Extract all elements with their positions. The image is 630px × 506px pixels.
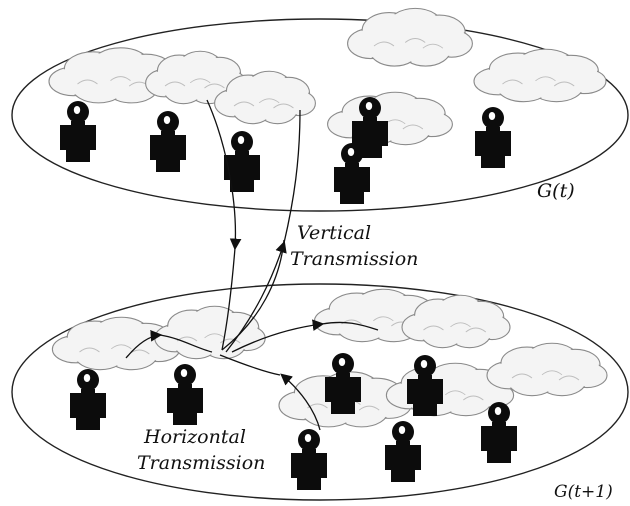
cloud-icon (486, 342, 608, 397)
person-icon (70, 369, 106, 430)
vertical-transmission-label-line1: Vertical (297, 222, 372, 244)
vertical-arrow-up-icon (225, 240, 287, 353)
horizontal-transmission-label-line2: Transmission (137, 452, 266, 474)
person-icon (481, 402, 517, 463)
person-icon (475, 107, 511, 168)
cloud-icon (214, 70, 316, 125)
horizontal-arrow-icon (280, 373, 321, 431)
cloud-icon (401, 294, 511, 349)
person-icon (407, 355, 443, 416)
cloud-icon (51, 316, 181, 371)
layer-label-g-t: G(t) (537, 180, 575, 202)
person-icon (325, 353, 361, 414)
person-icon (291, 429, 327, 490)
person-icon (334, 143, 370, 204)
cloud-icon (473, 48, 607, 103)
layer-label-g-t-plus-1: G(t+1) (554, 482, 613, 502)
person-icon (60, 101, 96, 162)
vertical-path-line (221, 247, 236, 351)
layer-ellipse-g-t (11, 18, 629, 212)
horizontal-transmission-label-line1: Horizontal (144, 426, 246, 448)
horizontal-path-line (321, 321, 379, 331)
layer-ellipse-g-t-plus-1 (11, 283, 629, 501)
horizontal-arrow-icon (125, 329, 163, 359)
vertical-arrow-down-icon (206, 99, 242, 251)
horizontal-path-line (159, 334, 213, 353)
vertical-path-line (283, 109, 301, 244)
horizontal-arrow-icon (231, 319, 325, 353)
cloud-icon (327, 91, 453, 146)
cloud-icon (347, 7, 473, 67)
horizontal-path-line (219, 354, 281, 376)
person-icon (385, 421, 421, 482)
vertical-transmission-label-line2: Transmission (290, 248, 419, 270)
person-icon (167, 364, 203, 425)
person-icon (150, 111, 186, 172)
person-icon (224, 131, 260, 192)
